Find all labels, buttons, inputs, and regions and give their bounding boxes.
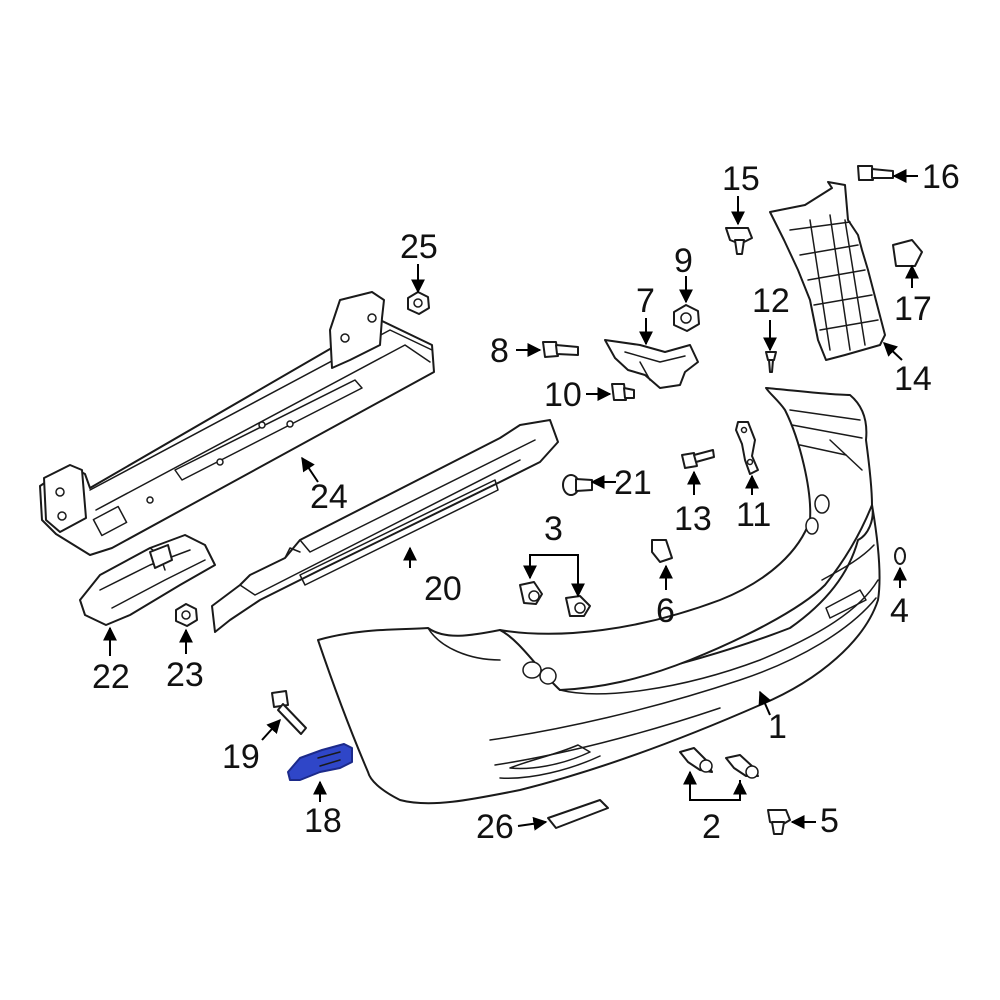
callout-10: 10 (544, 376, 582, 414)
callout-11: 11 (736, 496, 771, 534)
callout-21: 21 (614, 464, 652, 502)
callout-12: 12 (752, 282, 790, 320)
callout-14: 14 (894, 360, 932, 398)
retainer-bracket (604, 339, 699, 389)
callout-26: 26 (476, 808, 514, 846)
callout-8: 8 (490, 332, 509, 370)
callout-13: 13 (674, 500, 712, 538)
callout-4: 4 (890, 592, 909, 630)
callout-15: 15 (722, 160, 760, 198)
callout-24: 24 (310, 478, 348, 516)
callout-2: 2 (702, 808, 721, 846)
callout-20: 20 (424, 570, 462, 608)
leader-lines (103, 169, 919, 831)
reinforcement-beam (39, 291, 435, 556)
callout-16: 16 (922, 158, 960, 196)
fasteners (175, 165, 923, 835)
callout-25: 25 (400, 228, 438, 266)
callout-6: 6 (656, 592, 675, 630)
bumper-cover (317, 387, 881, 805)
callout-3: 3 (544, 510, 563, 548)
callout-17: 17 (894, 290, 932, 328)
highlighted-part-18 (287, 743, 353, 781)
energy-absorber (211, 419, 559, 633)
callout-23: 23 (166, 656, 204, 694)
callout-9: 9 (674, 242, 693, 280)
callout-7: 7 (636, 282, 655, 320)
callout-19: 19 (222, 738, 260, 776)
callout-labels: 1 2 3 4 5 6 7 8 9 10 11 12 13 14 15 16 1… (92, 158, 960, 846)
callout-5: 5 (820, 802, 839, 840)
callout-1: 1 (768, 708, 787, 746)
callout-22: 22 (92, 658, 130, 696)
side-bracket (79, 534, 216, 626)
corner-bracket (769, 181, 886, 361)
callout-18: 18 (304, 802, 342, 840)
